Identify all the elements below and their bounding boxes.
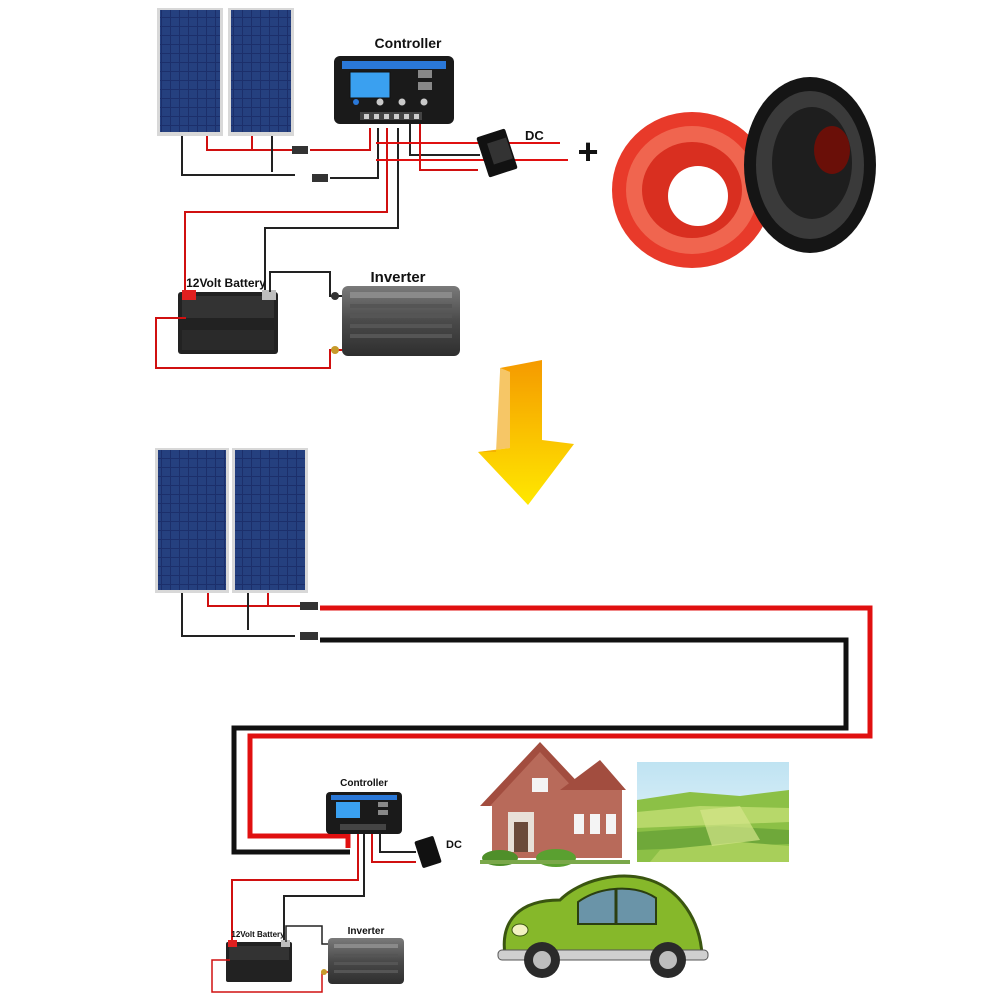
bottom-inverter-label: Inverter — [348, 926, 385, 937]
solar-panel-icon — [228, 8, 294, 136]
cable-reel-icon — [612, 112, 772, 268]
car-icon — [497, 874, 709, 978]
charge-controller-icon — [334, 56, 454, 124]
dc-wiring — [376, 124, 568, 171]
down-arrow-icon — [478, 360, 574, 505]
bottom-controller-label: Controller — [340, 778, 388, 789]
top-inverter-label: Inverter — [370, 269, 425, 286]
top-controller-label: Controller — [375, 35, 442, 51]
long-cable-run — [231, 605, 873, 855]
bottom-battery-label: 12Volt Battery — [231, 930, 285, 939]
battery-icon — [226, 940, 292, 982]
dc-load-icon — [414, 836, 442, 868]
panel-wiring — [181, 593, 318, 640]
cable-reel-icon — [744, 77, 876, 253]
panel-wiring — [181, 128, 379, 182]
plus-sign: + — [577, 131, 598, 172]
top-dc-label: DC — [525, 128, 544, 143]
top-system: Controller DC + — [155, 8, 876, 369]
bottom-system: Controller DC 12Volt Battery — [155, 448, 873, 993]
farmland-icon — [637, 762, 789, 862]
inverter-icon — [331, 286, 460, 356]
battery-wiring — [184, 128, 399, 292]
house-icon — [480, 742, 630, 867]
solar-panel-icon — [232, 448, 308, 593]
bottom-controller-wiring — [231, 834, 416, 942]
bottom-dc-label: DC — [446, 839, 462, 851]
dc-load-icon — [476, 128, 518, 178]
solar-panel-icon — [155, 448, 229, 593]
inverter-icon — [321, 938, 404, 984]
solar-panel-icon — [157, 8, 223, 136]
charge-controller-icon — [326, 792, 402, 834]
battery-icon — [178, 290, 278, 354]
top-battery-label: 12Volt Battery — [186, 276, 266, 290]
